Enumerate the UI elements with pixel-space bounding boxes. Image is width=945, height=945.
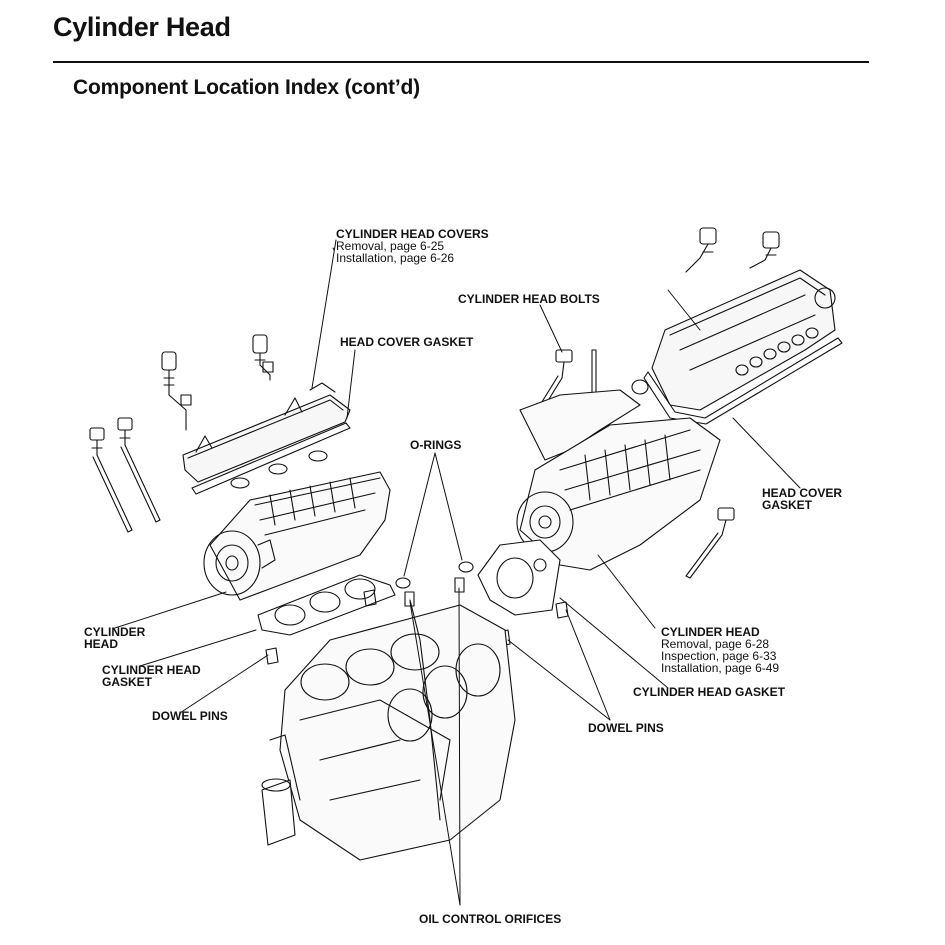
callout-name: DOWEL PINS bbox=[152, 709, 228, 723]
left-head-bolts bbox=[89, 417, 161, 533]
callout-o-rings: O-RINGS bbox=[410, 439, 461, 451]
callout-name: CYLINDER HEAD BOLTS bbox=[458, 292, 600, 306]
callout-oil-control-orifices: OIL CONTROL ORIFICES bbox=[419, 913, 561, 925]
leader-lines bbox=[114, 239, 801, 906]
right-head-cover-gasket bbox=[631, 337, 843, 425]
callout-dowel-pins-right: DOWEL PINS bbox=[588, 722, 664, 734]
callout-cylinder-head-left: CYLINDER HEAD bbox=[84, 626, 145, 650]
callout-name: GASKET bbox=[762, 498, 813, 512]
callout-name: CYLINDER HEAD GASKET bbox=[633, 685, 786, 699]
callout-head-cover-gasket-left: HEAD COVER GASKET bbox=[340, 336, 473, 348]
oil-control-orifices bbox=[404, 577, 465, 607]
o-rings bbox=[395, 561, 474, 589]
callout-dowel-pins-left: DOWEL PINS bbox=[152, 710, 228, 722]
callout-ref: Installation, page 6-26 bbox=[336, 251, 455, 265]
callout-cylinder-head-right: CYLINDER HEAD Removal, page 6-28 Inspect… bbox=[661, 626, 779, 674]
callout-name: DOWEL PINS bbox=[588, 721, 664, 735]
left-cylinder-head-cover bbox=[182, 382, 351, 483]
left-head-cover-gasket bbox=[191, 422, 351, 495]
callout-ref: Removal, page 6-25 bbox=[336, 239, 445, 253]
callout-name: HEAD COVER bbox=[762, 486, 843, 500]
callout-cylinder-head-bolts: CYLINDER HEAD BOLTS bbox=[458, 293, 600, 305]
callout-ref: Inspection, page 6-33 bbox=[661, 649, 777, 663]
left-ignition-coil-1 bbox=[161, 351, 192, 431]
callout-name: GASKET bbox=[102, 675, 153, 689]
callout-name: O-RINGS bbox=[410, 438, 462, 452]
callout-head-cover-gasket-right: HEAD COVER GASKET bbox=[762, 487, 842, 511]
callout-name: CYLINDER HEAD bbox=[102, 663, 201, 677]
callout-ref: Removal, page 6-28 bbox=[661, 637, 770, 651]
page-title: Cylinder Head bbox=[53, 12, 231, 42]
left-ignition-coil-2 bbox=[252, 334, 274, 381]
title-rule bbox=[53, 61, 869, 63]
callout-name: CYLINDER bbox=[84, 625, 146, 639]
engine-block bbox=[261, 599, 516, 861]
left-cylinder-head bbox=[203, 471, 391, 601]
callout-name: CYLINDER HEAD COVERS bbox=[336, 227, 489, 241]
callout-name: HEAD COVER GASKET bbox=[340, 335, 474, 349]
callout-cylinder-head-covers: CYLINDER HEAD COVERS Removal, page 6-25 … bbox=[336, 228, 489, 264]
right-head-gasket bbox=[477, 539, 561, 616]
right-cylinder-head-cover bbox=[651, 269, 836, 411]
callout-name: HEAD bbox=[84, 637, 119, 651]
callout-name: CYLINDER HEAD bbox=[661, 625, 760, 639]
left-head-gasket bbox=[257, 574, 396, 636]
callout-ref: Installation, page 6-49 bbox=[661, 661, 780, 675]
callout-cylinder-head-gasket-right: CYLINDER HEAD GASKET bbox=[633, 686, 785, 698]
left-dowel-pins bbox=[265, 589, 377, 665]
right-ignition-coils bbox=[685, 227, 780, 273]
callout-cylinder-head-gasket-left: CYLINDER HEAD GASKET bbox=[102, 664, 201, 688]
right-cylinder-head bbox=[516, 389, 721, 571]
callout-name: OIL CONTROL ORIFICES bbox=[419, 912, 562, 926]
section-title: Component Location Index (cont’d) bbox=[73, 76, 420, 99]
left-spark-plug-tubes bbox=[230, 450, 328, 489]
